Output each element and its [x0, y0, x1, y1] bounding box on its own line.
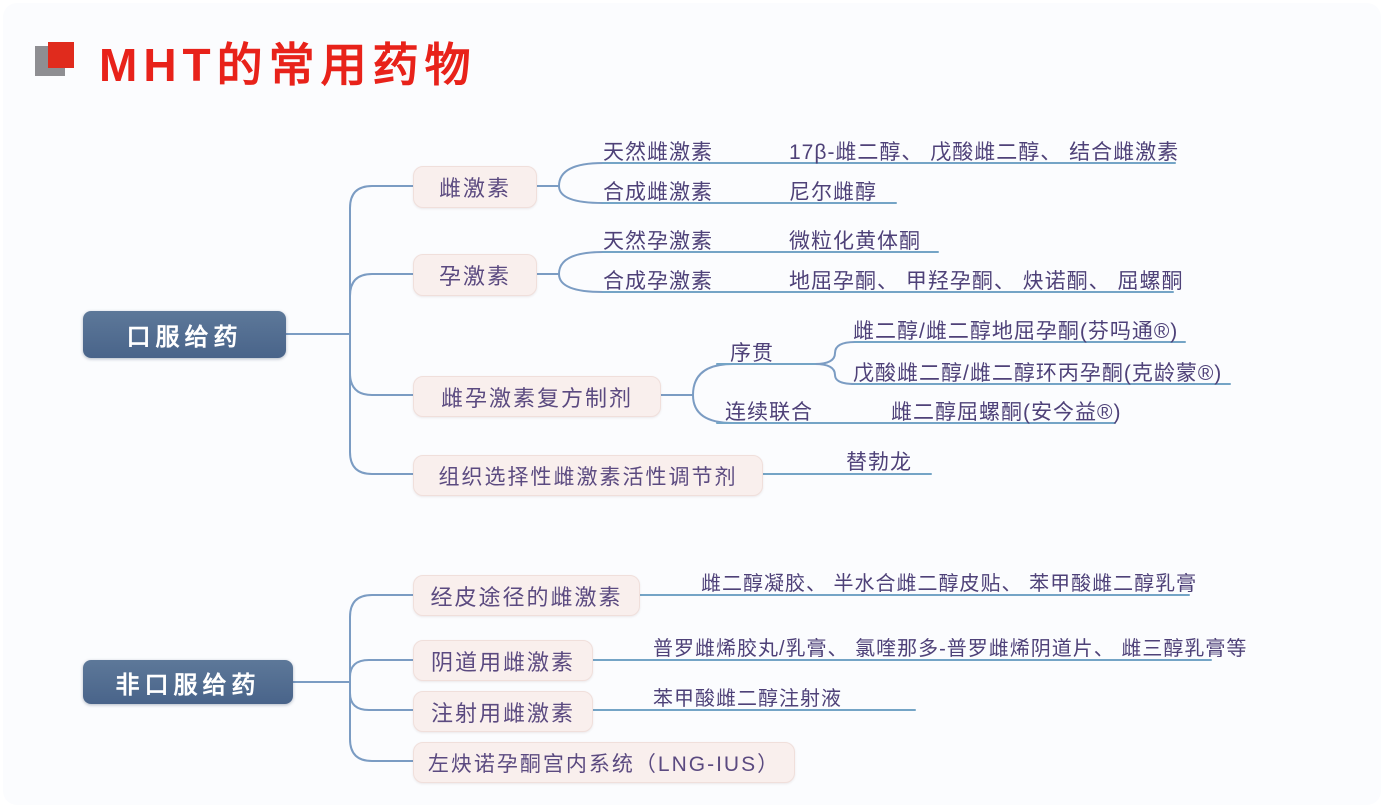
node-progestogen: 孕激素 [413, 254, 537, 296]
label-natural-progestogen: 天然孕激素 [603, 230, 713, 253]
page-title: MHT的常用药物 [99, 39, 477, 91]
drugs-vaginal: 普罗雌烯胶丸/乳膏、 氯喹那多-普罗雌烯阴道片、 雌三醇乳膏等 [653, 638, 1248, 660]
node-transdermal-estrogen: 经皮途径的雌激素 [413, 575, 640, 616]
drugs-injection: 苯甲酸雌二醇注射液 [653, 688, 842, 710]
drug-sequential-2: 戊酸雌二醇/雌二醇环丙孕酮(克龄蒙®) [853, 362, 1223, 385]
node-non-oral-root: 非口服给药 [83, 660, 293, 704]
drug-sequential-1: 雌二醇/雌二醇地屈孕酮(芬吗通®) [853, 320, 1179, 343]
drugs-synthetic-estrogen: 尼尔雌醇 [789, 181, 877, 204]
node-lng-ius: 左炔诺孕酮宫内系统（LNG-IUS） [413, 742, 795, 783]
mindmap-canvas: MHT的常用药物 口服给药 非口服给药 雌激素 孕激素 雌孕激素复方制剂 组织选… [3, 3, 1381, 805]
node-injection-estrogen: 注射用雌激素 [413, 691, 593, 732]
label-synthetic-progestogen: 合成孕激素 [603, 270, 713, 293]
drugs-natural-progestogen: 微粒化黄体酮 [789, 230, 921, 253]
header: MHT的常用药物 [35, 29, 477, 95]
drug-continuous-combined: 雌二醇屈螺酮(安今益®) [891, 401, 1122, 424]
drugs-synthetic-progestogen: 地屈孕酮、 甲羟孕酮、 炔诺酮、 屈螺酮 [789, 270, 1184, 293]
overlapping-squares-icon [35, 41, 81, 83]
label-continuous-combined: 连续联合 [725, 401, 813, 424]
node-estrogen: 雌激素 [413, 166, 537, 208]
drugs-transdermal: 雌二醇凝胶、 半水合雌二醇皮贴、 苯甲酸雌二醇乳膏 [701, 573, 1198, 595]
drug-tserm: 替勃龙 [846, 451, 912, 474]
node-combined-preparation: 雌孕激素复方制剂 [413, 376, 661, 417]
node-oral-root: 口服给药 [83, 311, 286, 358]
label-synthetic-estrogen: 合成雌激素 [603, 181, 713, 204]
node-vaginal-estrogen: 阴道用雌激素 [413, 640, 593, 681]
node-tserm: 组织选择性雌激素活性调节剂 [413, 455, 763, 496]
label-sequential: 序贯 [730, 342, 774, 365]
label-natural-estrogen: 天然雌激素 [603, 141, 713, 164]
drugs-natural-estrogen: 17β-雌二醇、 戊酸雌二醇、 结合雌激素 [789, 141, 1180, 164]
